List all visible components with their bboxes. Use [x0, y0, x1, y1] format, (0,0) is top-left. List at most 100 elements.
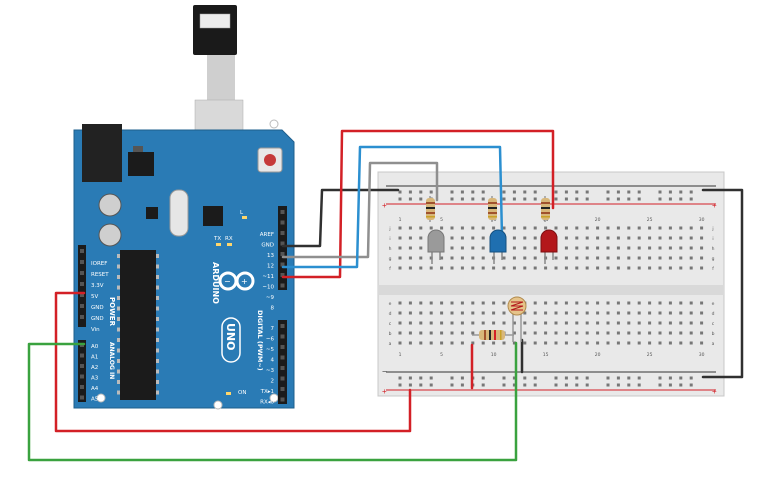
col-num-bottom-30: 30 [699, 352, 705, 358]
arduino-logo: − + [218, 271, 255, 291]
header-pin-label-6: ~9 [266, 295, 275, 301]
analog-pin-label-4: A4 [91, 386, 99, 392]
digital-pin-label-6: TX▸1 [260, 389, 274, 395]
crystal [169, 189, 189, 237]
power-pin-label-6: Vin [91, 327, 100, 333]
row-letter-right-b: b [712, 331, 715, 337]
power-pin-label-2: 3.3V [91, 283, 104, 289]
row-letter-left-j: j [388, 226, 390, 232]
row-letter-left-f: f [389, 266, 391, 272]
digital-pin-label-3: 4 [271, 358, 275, 364]
power-labels: IOREF RESET 3.3V 5V GND GND Vin [91, 261, 109, 333]
usb-chip [203, 206, 223, 226]
col-num-top-1: 1 [399, 217, 402, 223]
row-letter-left-d: d [389, 311, 392, 317]
uno-logo: UNO [221, 317, 241, 363]
col-num-bottom-5: 5 [440, 352, 443, 358]
wire-green-a0 [27, 341, 518, 462]
row-letter-right-h: h [712, 246, 715, 252]
digital-pin-label-7: RX◂0 [260, 400, 274, 406]
col-num-bottom-1: 1 [399, 352, 402, 358]
header-pin-label-5: ~10 [262, 285, 274, 291]
rail-plus-bottom-right: + [712, 387, 717, 396]
power-pin-label-1: RESET [91, 272, 109, 278]
row-letter-left-a: a [389, 342, 392, 347]
analog-pin-label-2: A2 [91, 365, 98, 371]
breadboard: + + + + − 115510101515202025253030 jjiih… [377, 171, 725, 397]
analog-pin-label-3: A3 [91, 376, 99, 382]
wires [27, 129, 744, 462]
digital-pin-label-0: 7 [271, 326, 275, 332]
row-letter-left-g: g [389, 257, 392, 262]
power-pin-label-5: GND [91, 316, 104, 322]
row-letter-right-g: g [712, 257, 715, 262]
wire-red-11 [281, 129, 555, 279]
power-section-label: POWER [108, 297, 116, 327]
power-pin-label-4: GND [91, 305, 104, 311]
atmega-chip [120, 250, 156, 400]
wire-red-5v [54, 291, 412, 433]
col-num-top-20: 20 [595, 217, 601, 223]
power-pin-label-3: 5V [91, 294, 98, 300]
photoresistor [507, 296, 527, 342]
digital-section-label: DIGITAL (PWM~) [256, 310, 264, 371]
row-letter-right-e: e [712, 302, 715, 307]
blue-led [489, 229, 507, 264]
svg-text:−: − [224, 277, 231, 286]
digital-header-top [278, 206, 287, 290]
header-pin-label-7: 8 [271, 306, 275, 312]
digital-pin-label-2: ~5 [266, 347, 275, 353]
wire-blue-12 [281, 145, 504, 269]
rail-plus-bottom: + [382, 387, 387, 396]
col-num-top-30: 30 [699, 217, 705, 223]
row-letter-left-e: e [389, 302, 392, 307]
digital-pin-label-4: ~3 [266, 368, 275, 374]
brand-text: ARDUINO [211, 262, 220, 304]
header-pin-label-3: 12 [267, 264, 274, 270]
col-num-bottom-25: 25 [647, 352, 653, 358]
digital-header-labels: AREF GND 13 12 ~11 ~10 ~9 8 [260, 232, 275, 312]
row-letter-left-h: h [389, 246, 392, 252]
col-num-top-5: 5 [440, 217, 443, 223]
analog-pin-label-1: A1 [91, 355, 98, 361]
col-num-bottom-15: 15 [543, 352, 549, 358]
led-label-rx: RX [225, 236, 233, 242]
col-num-bottom-10: 10 [491, 352, 497, 358]
breadboard-holes [398, 190, 704, 387]
digital-pin-label-1: ~6 [266, 337, 275, 343]
header-pin-label-1: GND [261, 243, 274, 249]
row-letter-right-i: i [712, 236, 713, 242]
rail-plus-top: + [382, 201, 387, 210]
header-pin-label-4: ~11 [262, 274, 274, 280]
led-label-on: ON [238, 390, 246, 396]
header-pin-label-2: 13 [267, 253, 274, 259]
gray-led [427, 229, 445, 264]
header-pin-label-0: AREF [260, 232, 274, 238]
analog-header [78, 340, 86, 402]
wire-gray-13 [281, 161, 439, 259]
resistor-red-led [541, 196, 550, 222]
led-label-l: L [240, 210, 244, 216]
analog-pin-label-5: A5 [91, 397, 99, 403]
col-num-bottom-20: 20 [595, 352, 601, 358]
row-letter-right-c: c [712, 322, 715, 327]
resistor-gray-led [426, 196, 435, 222]
regulator-chip [128, 152, 154, 176]
led-label-tx: TX [213, 236, 221, 242]
red-led [540, 229, 558, 264]
power-pin-label-0: IOREF [91, 261, 107, 267]
analog-pin-label-0: A0 [91, 344, 99, 350]
dc-jack [82, 124, 122, 182]
col-num-top-25: 25 [647, 217, 653, 223]
row-letter-left-b: b [389, 331, 392, 337]
row-letter-right-d: d [712, 311, 715, 317]
capacitor-2 [98, 223, 122, 247]
row-letter-right-f: f [712, 266, 714, 272]
row-letter-left-i: i [389, 236, 390, 242]
rail-plus-top-right: + [712, 201, 717, 210]
row-letter-left-c: c [389, 322, 392, 327]
